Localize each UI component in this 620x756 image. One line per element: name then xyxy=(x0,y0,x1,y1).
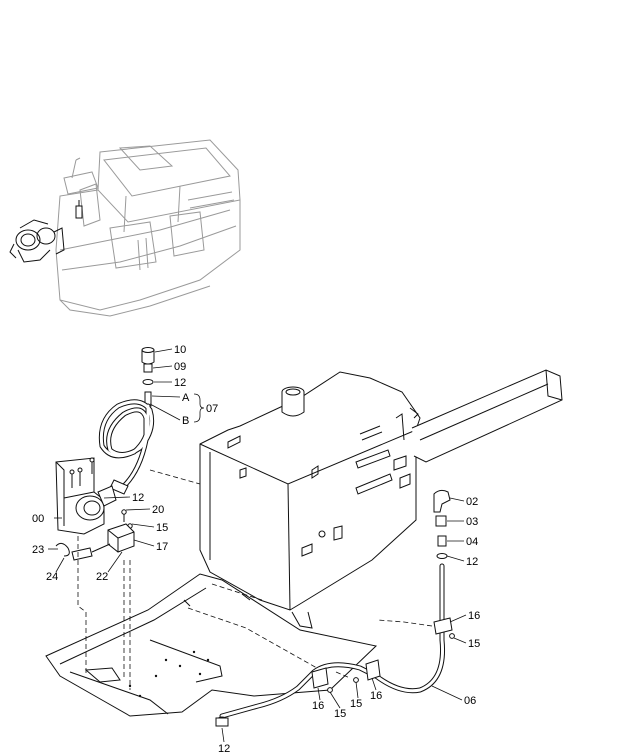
label-B: B xyxy=(182,415,189,427)
label-04: 04 xyxy=(466,536,478,548)
label-A: A xyxy=(182,392,190,404)
label-02: 02 xyxy=(466,496,478,508)
label-22: 22 xyxy=(96,571,108,583)
hose-assembly-07 xyxy=(98,347,155,495)
floor-plate xyxy=(45,573,378,717)
label-15-bottom-right: 15 xyxy=(350,698,362,710)
label-23: 23 xyxy=(32,544,44,556)
label-03: 03 xyxy=(466,516,478,528)
pump-assembly-00 xyxy=(55,457,135,561)
part-labels: 10 09 12 A B 07 12 00 20 15 17 23 24 22 … xyxy=(32,344,480,755)
hose-06 xyxy=(215,489,455,727)
label-15-bottom-left: 15 xyxy=(334,708,346,720)
fuel-tank xyxy=(199,371,421,629)
frame-beam xyxy=(411,369,563,463)
overview-machine-sketch xyxy=(9,139,241,317)
label-15-right: 15 xyxy=(468,638,480,650)
label-00: 00 xyxy=(32,513,44,525)
label-16-bottom-left: 16 xyxy=(312,700,324,712)
label-12-right: 12 xyxy=(466,556,478,568)
label-15-pump: 15 xyxy=(156,522,168,534)
label-12-bottom: 12 xyxy=(218,743,230,755)
label-17: 17 xyxy=(156,541,168,553)
label-12-top: 12 xyxy=(174,377,186,389)
leader-lines xyxy=(48,348,467,743)
label-24: 24 xyxy=(46,571,58,583)
label-07: 07 xyxy=(206,403,218,415)
alignment-lines xyxy=(77,469,433,690)
label-16-bottom-right: 16 xyxy=(370,690,382,702)
label-20: 20 xyxy=(152,504,164,516)
label-12-pump: 12 xyxy=(132,492,144,504)
label-16-right: 16 xyxy=(468,610,480,622)
label-06: 06 xyxy=(464,695,476,707)
label-09: 09 xyxy=(174,361,186,373)
label-10: 10 xyxy=(174,344,186,356)
overview-highlight xyxy=(9,200,83,263)
